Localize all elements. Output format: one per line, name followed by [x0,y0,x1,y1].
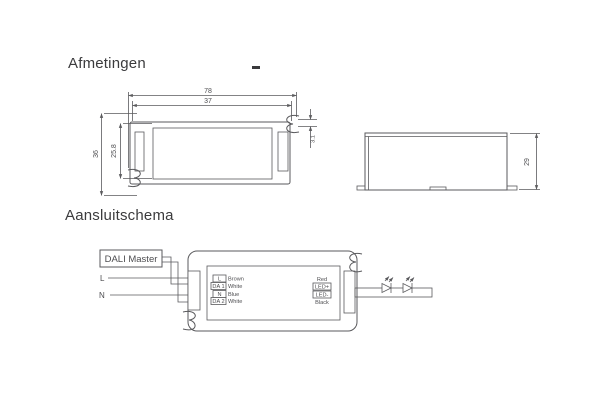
bottom-notch [429,186,447,191]
dim-body-length: 37 [132,98,292,121]
driver-label-area [152,127,273,180]
wire-color-label: White [228,299,242,305]
line-wire-label: L [100,274,105,283]
top-view-drawing: 78 37 36 25.8 [93,88,317,196]
wire-color-label: Red [317,277,327,283]
input-terminal-block [134,131,145,172]
dim-total-width: 36 [93,113,137,196]
dim-clip-tab-value: 3.1 [311,135,317,143]
terminal-label: N [217,292,221,298]
terminal-label: L [218,277,221,283]
neutral-wire-label: N [99,291,105,300]
dali-master-label: DALI Master [105,254,158,265]
mounting-clip-icon [286,114,300,134]
dim-total-width-value: 36 [93,150,100,158]
wire-color-label: Black [315,300,329,306]
dali-master-box [99,249,163,268]
output-terminal [343,270,356,314]
dim-height-value: 29 [524,158,531,166]
led-output-circuit [354,276,433,298]
logo-dash [252,66,260,69]
led-diode-icon [402,276,415,294]
dim-body-length-value: 37 [204,98,212,105]
mounting-foot [506,185,518,191]
mounting-foot [356,185,366,191]
mounting-clip-icon [182,310,196,331]
wire-color-label: Brown [228,277,244,283]
dim-inner-width-value: 25.8 [111,144,118,158]
input-terminal-labels: L Brown DA 1 White N Blue DA 2 White [210,274,244,305]
dim-height: 29 [510,133,540,190]
wire-color-label: White [228,284,242,290]
mounting-clip-icon [349,252,363,273]
output-terminal-labels: Red LED+ LED- Black [312,277,332,306]
output-terminal-block [277,131,289,172]
terminal-label: LED+ [315,285,329,291]
driver-body-outline [129,121,291,185]
wiring-schema: DALI Master L N L Brown DA 1 White [99,249,433,332]
dali-wire-2 [162,261,188,303]
terminal-label: DA 2 [212,299,224,305]
side-view-drawing: 29 [356,132,540,191]
dim-inner-width: 25.8 [111,123,152,179]
terminal-label: DA 1 [212,284,224,290]
driver-side-outline [364,132,508,191]
dimensions-title: Afmetingen [68,55,146,72]
dali-wire-1 [162,256,188,285]
terminal-label: LED- [316,293,329,299]
mounting-clip-icon [127,168,141,188]
input-terminal [187,270,201,311]
dim-total-length: 78 [128,88,297,168]
driver-inner-outline [206,265,341,321]
dim-clip-tab: 3.1 [308,109,317,148]
schema-title: Aansluitschema [65,207,174,224]
led-output-wires [354,287,433,298]
led-diode-icon [381,276,394,294]
wire-color-label: Blue [228,292,239,298]
dim-total-length-value: 78 [204,88,212,95]
